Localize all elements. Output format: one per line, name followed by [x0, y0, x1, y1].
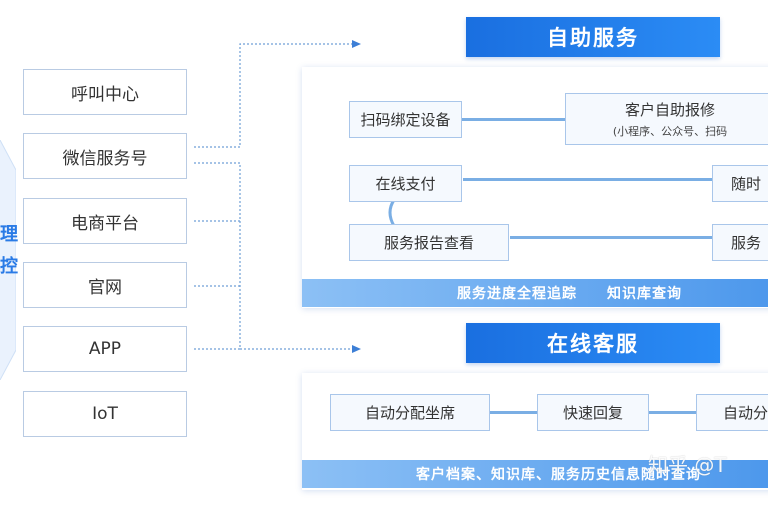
channel-iot[interactable]: IoT [23, 391, 187, 437]
line-scan-repair [461, 118, 566, 121]
zhihu-watermark: 知乎 @T [648, 453, 727, 477]
node-quick-reply[interactable]: 快速回复 [537, 394, 649, 431]
channel-website[interactable]: 官网 [23, 262, 187, 308]
line-reply-auto [648, 411, 697, 414]
node-self-repair[interactable]: 客户自助报修 (小程序、公众号、扫码 [565, 93, 768, 145]
node-service[interactable]: 服务 [712, 224, 768, 261]
node-service-report[interactable]: 服务报告查看 [349, 224, 509, 261]
self-service-title: 自助服务 [466, 17, 720, 57]
node-online-payment[interactable]: 在线支付 [349, 165, 462, 202]
arrowhead-self-service [352, 40, 361, 48]
online-cs-footer: 客户档案、知识库、服务历史信息随时查询 [302, 460, 768, 488]
connector-wechat-self-service [194, 43, 352, 148]
line-report-service [510, 236, 713, 239]
channel-ecommerce[interactable]: 电商平台 [23, 198, 187, 244]
node-self-repair-sub: (小程序、公众号、扫码 [612, 125, 728, 138]
curve-pay-report [388, 199, 396, 227]
channel-app[interactable]: APP [23, 326, 187, 372]
connector-wechat-online-cs [194, 162, 352, 350]
node-auto-partial[interactable]: 自动分 [696, 394, 768, 431]
node-auto-assign-seat[interactable]: 自动分配坐席 [330, 394, 490, 431]
self-service-footer: 服务进度全程追踪 知识库查询 [302, 279, 768, 307]
node-anytime[interactable]: 随时 [712, 165, 768, 202]
arrowhead-online-cs [352, 345, 361, 353]
online-cs-title: 在线客服 [466, 323, 720, 363]
left-category-shape [0, 140, 16, 380]
line-assign-reply [489, 411, 538, 414]
node-self-repair-title: 客户自助报修 [624, 101, 715, 119]
left-label-char-1: 理 [0, 224, 18, 245]
line-pay-anytime [463, 178, 713, 181]
left-label-char-2: 控 [0, 256, 18, 277]
channel-wechat-service[interactable]: 微信服务号 [23, 133, 187, 179]
channel-call-center[interactable]: 呼叫中心 [23, 69, 187, 115]
node-scan-bind-device[interactable]: 扫码绑定设备 [349, 101, 462, 138]
